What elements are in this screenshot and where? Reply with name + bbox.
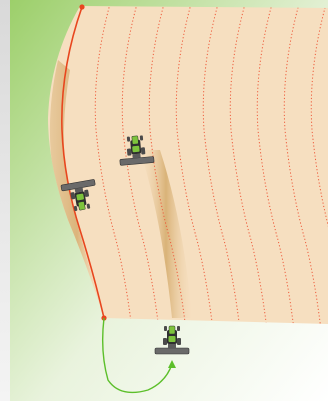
ab-point-a [79,4,84,9]
